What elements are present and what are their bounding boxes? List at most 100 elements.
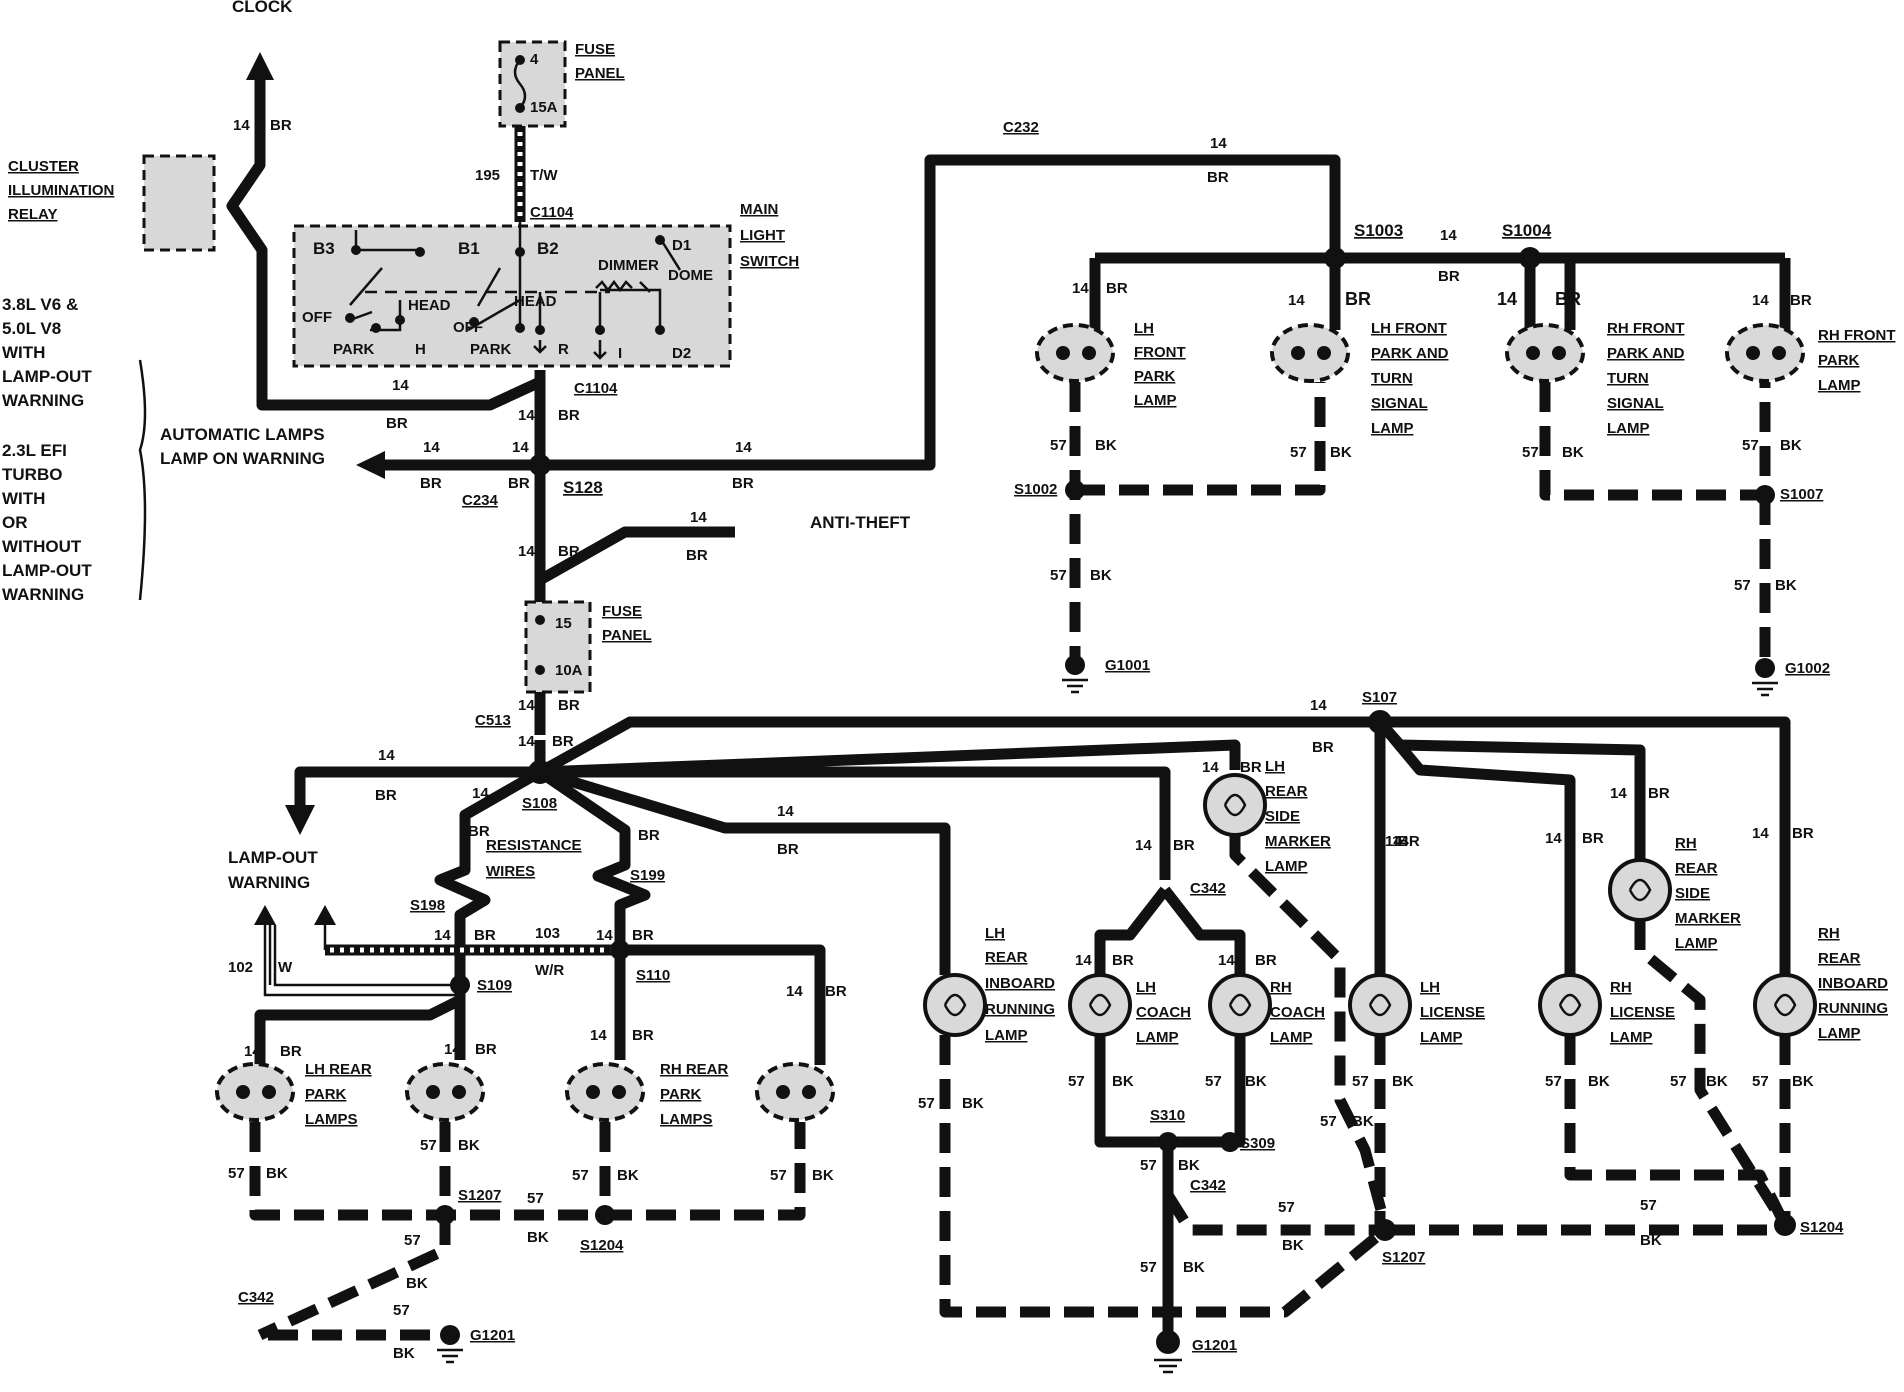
lamp-label-line: LH — [1136, 979, 1156, 996]
wire-gauge-label: 195 — [475, 167, 500, 184]
wire-color-label: BR — [1555, 289, 1581, 309]
fuse-amperage: 10A — [555, 662, 583, 679]
lamp-label-line: SIDE — [1675, 885, 1710, 902]
switch-terminal-r: R — [558, 341, 569, 358]
fuse-position: 15 — [555, 615, 572, 632]
wire-color-label: BK — [1780, 437, 1802, 454]
engine-note-line: WARNING — [2, 391, 84, 410]
wire-gauge-label: 14 — [1075, 952, 1092, 969]
wire-gauge-label: 14 — [423, 439, 440, 456]
switch-terminal-b2: B2 — [537, 239, 559, 258]
wire-gauge-label: 57 — [1205, 1073, 1222, 1090]
engine-note-line: 3.8L V6 & — [2, 295, 78, 314]
wire-gauge-label: 57 — [1140, 1157, 1157, 1174]
wire-color-label: BK — [962, 1095, 984, 1112]
lamp-out-label-1: LAMP-OUT — [228, 848, 318, 867]
resistance-wires-label-1: RESISTANCE — [486, 837, 582, 854]
lamp-label-line: MARKER — [1675, 910, 1741, 927]
lamp-label-line: REAR — [1675, 860, 1718, 877]
wire-gauge-label: 57 — [1545, 1073, 1562, 1090]
wire-gauge-label: 57 — [918, 1095, 935, 1112]
engine-note-line: LAMP-OUT — [2, 367, 92, 386]
wire-gauge-label: 14 — [444, 1041, 461, 1058]
splice-s1003: S1003 — [1354, 221, 1403, 240]
lamp-label-line: LH — [1265, 758, 1285, 775]
cluster-illumination-relay — [142, 154, 216, 252]
lamp-label-line: RH — [1818, 925, 1840, 942]
fuse-position: 4 — [530, 51, 539, 68]
lamp-label-line: LH FRONT — [1371, 320, 1447, 337]
switch-terminal-d1: D1 — [672, 237, 691, 254]
lamp-label-line: RH FRONT — [1607, 320, 1685, 337]
wire-gauge-label: 14 — [1072, 280, 1089, 297]
lamp-label-line: LAMP — [1610, 1029, 1653, 1046]
wire-color-label: BR — [558, 543, 580, 560]
wire-c342-ground — [257, 1215, 451, 1340]
lamp-label-line: TURN — [1371, 370, 1413, 387]
splice-s199: S199 — [630, 867, 665, 884]
wire-color-label: W — [278, 959, 293, 976]
engine-note-line: 2.3L EFI — [2, 441, 67, 460]
splice-s128: S128 — [563, 478, 603, 497]
wire-color-label: BR — [1312, 739, 1334, 756]
wire-color-label: BK — [1095, 437, 1117, 454]
wire-gauge-label: 57 — [393, 1302, 410, 1319]
wire-color-label: BR — [777, 841, 799, 858]
lamp-label-line: LAMP — [985, 1027, 1028, 1044]
clock-label: CLOCK — [232, 0, 293, 16]
wire-color-label: BR — [270, 117, 292, 134]
lamp-label-line: COACH — [1136, 1004, 1191, 1021]
lamp-label-line: LAMP — [1818, 1025, 1861, 1042]
switch-terminal-d2: D2 — [672, 345, 691, 362]
wire-clock-feed — [226, 80, 543, 411]
lamp-label-line: LAMP — [1675, 935, 1718, 952]
lh-front-park-lamp — [1035, 323, 1115, 383]
wire-gauge-label: 57 — [1140, 1259, 1157, 1276]
lamp-label-line: LAMP — [1265, 858, 1308, 875]
engine-note-line: WITH — [2, 343, 45, 362]
engine-note-line: WARNING — [2, 585, 84, 604]
wire-gauge-label: 102 — [228, 959, 253, 976]
lamp-label-line: PARK — [1134, 368, 1176, 385]
wire-gauge-label: 57 — [1050, 437, 1067, 454]
wire-gauge-label: 14 — [518, 733, 535, 750]
lamp-label-line: RH — [1675, 835, 1697, 852]
wire-gauge-label: 57 — [1742, 437, 1759, 454]
fuse-panel-top — [498, 40, 567, 128]
wire-gauge-label: 57 — [404, 1232, 421, 1249]
splice-s109: S109 — [477, 977, 512, 994]
wire-color-label: BK — [1792, 1073, 1814, 1090]
wire-color-label: BR — [1582, 830, 1604, 847]
switch-dome-label: DOME — [668, 267, 713, 284]
wire-gauge-label: 14 — [378, 747, 395, 764]
arrow-wr-icon — [314, 905, 336, 925]
wire-color-label: BR — [1207, 169, 1229, 186]
lamp-label-line: LAMP — [1371, 420, 1414, 437]
wire-color-label: BR — [1792, 825, 1814, 842]
fuse-mid-label-1: FUSE — [602, 603, 642, 620]
wire-gauge-label: 14 — [434, 927, 451, 944]
lamp-label-line: SIGNAL — [1607, 395, 1664, 412]
wire-gauge-label: 14 — [786, 983, 803, 1000]
wire-gauge-label: 14 — [1752, 825, 1769, 842]
wire-lamp-out — [294, 766, 540, 810]
lamp-label-line: PARK — [660, 1086, 702, 1103]
wire-color-label: BK — [1112, 1073, 1134, 1090]
rh-rear-inboard-running-lamp — [1753, 973, 1817, 1037]
lh-coach-lamp — [1068, 973, 1132, 1037]
lamp-label-line: RH — [1270, 979, 1292, 996]
wire-gauge-label: 57 — [1278, 1199, 1295, 1216]
ground-g1001-icon — [1062, 655, 1088, 694]
wire-color-label: BK — [393, 1345, 415, 1362]
switch-terminal-b3: B3 — [313, 239, 335, 258]
cluster-label-2: ILLUMINATION — [8, 182, 114, 199]
switch-dimmer-label: DIMMER — [598, 257, 659, 274]
lamp-label-line: LH — [1134, 320, 1154, 337]
wire-color-label: BR — [1790, 292, 1812, 309]
wire-color-label: BK — [1562, 444, 1584, 461]
wire-to-c232 — [540, 154, 1341, 471]
lamp-label-line: RUNNING — [985, 1001, 1055, 1018]
wire-gauge-label: 14 — [1497, 289, 1517, 309]
wire-color-label: BR — [1255, 952, 1277, 969]
wire-gauge-label: 57 — [1068, 1073, 1085, 1090]
